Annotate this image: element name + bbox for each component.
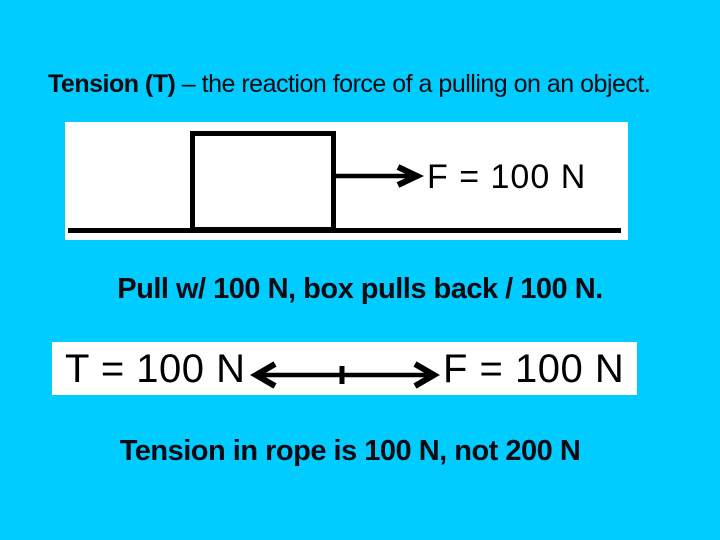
rope-force-label: F = 100 N [443,347,625,391]
ground-line [68,228,621,233]
title-term: Tension (T) [48,70,176,98]
pull-caption: Pull w/ 100 N, box pulls back / 100 N. [117,273,603,305]
title-definition: – the reaction force of a pulling on an … [175,70,651,98]
pull-diagram-panel: F = 100 N [65,122,628,240]
rope-diagram-panel: T = 100 N F = 100 N [52,342,637,395]
double-arrow-icon [250,361,440,389]
slide-title: Tension (T) – the reaction force of a pu… [48,68,698,100]
force-arrow-icon [336,164,425,188]
rope-caption: Tension in rope is 100 N, not 200 N [119,435,581,467]
box-rect [190,131,336,232]
force-label: F = 100 N [427,158,587,196]
tension-label: T = 100 N [65,347,246,391]
